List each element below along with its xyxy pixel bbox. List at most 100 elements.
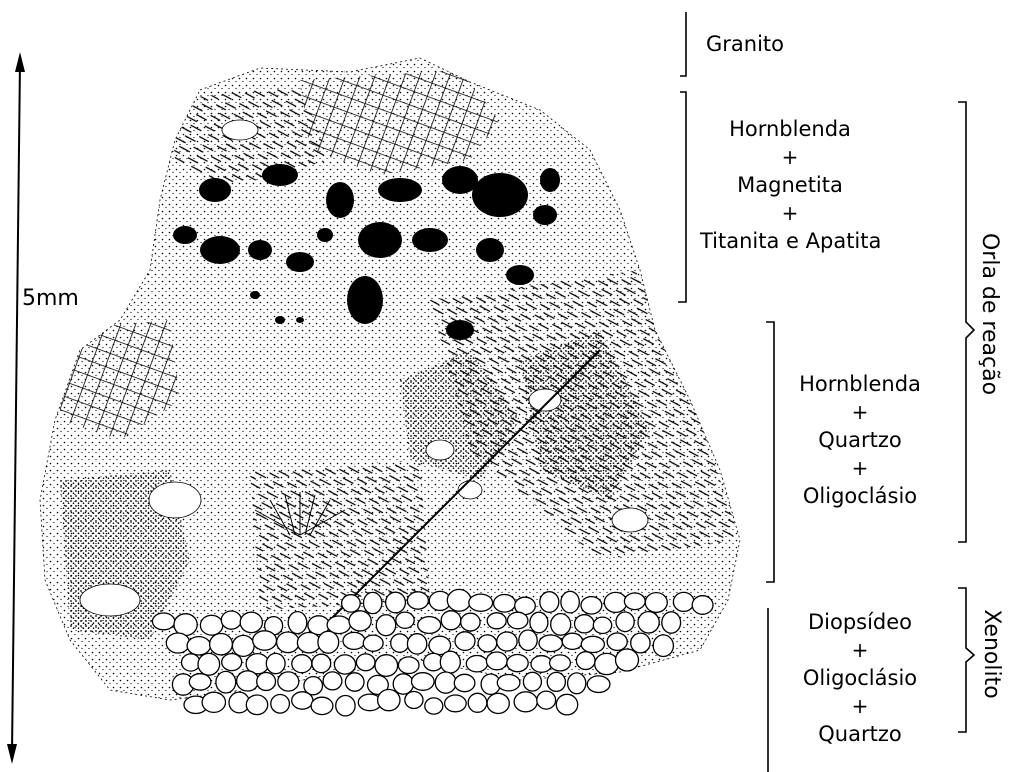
diopside-grain [334,655,355,674]
diopside-grain [561,591,579,613]
diopside-grain [486,652,507,670]
diopside-grain [386,592,406,613]
diopside-grain [356,654,375,671]
diopside-grain [393,674,413,694]
diopside-grain [616,612,634,632]
diopside-grain [174,614,197,636]
diopside-grain [435,672,456,693]
diopside-grain [537,691,556,709]
diopside-grain [551,614,571,636]
diopside-grain [292,655,312,673]
xenolito-line-3: Oligoclásio [780,664,940,692]
diopside-grain [391,634,409,652]
diopside-grain [198,653,220,675]
diopside-grain [407,634,426,654]
diopside-grain [530,612,548,633]
diopside-grain [576,652,595,670]
diopside-grain [318,631,339,653]
diopside-grain [595,653,619,674]
diopside-grain [575,615,595,633]
diopside-grain [514,692,537,712]
diopside-grain [375,655,398,677]
diopside-grain [468,693,487,712]
diopside-grain [257,673,276,691]
diopside-grain [508,612,528,629]
diopside-grain [497,632,517,651]
diopside-grain [187,637,210,655]
diopside-grain [152,613,174,630]
diopside-grain [363,635,383,651]
bracket-zone1 [678,92,686,302]
diopside-grain [581,597,602,614]
diopside-grain [653,635,673,657]
diopside-grain [556,694,577,715]
diopside-grain [624,593,645,610]
diopside-grain [519,630,537,650]
zone1-line-2: + [700,143,880,171]
diopside-grain [232,635,254,656]
diopside-grain [587,676,610,693]
diopside-grain [323,672,342,690]
zone2-line-4: + [780,454,940,482]
diopside-grain [405,692,423,709]
diopside-grain [466,656,487,672]
zone1-line-4: + [700,199,880,227]
diopside-grain [487,613,506,629]
diopside-grain [478,635,497,652]
diopside-grain [182,654,201,671]
diopside-grain [497,675,520,691]
diopside-grain [616,649,639,671]
diopside-grain [396,612,414,628]
bracket-zone2 [766,322,774,582]
diopside-grain [210,634,233,655]
diopside-grain [166,633,189,653]
diopside-grain [240,612,262,632]
diopside-grain [253,631,277,650]
diopside-grain [364,592,382,613]
diopside-grain [237,671,259,691]
diopside-grain [246,695,267,715]
diopside-grain [288,612,307,634]
label-granito: Granito [706,30,784,58]
diopside-grain [440,651,460,673]
diopside-grain [692,596,713,615]
diopside-grain [418,617,441,634]
diopside-grain [455,632,475,651]
zone1-line-3: Magnetita [700,171,880,199]
diopside-grain [349,611,371,631]
diopside-grain [562,633,582,649]
group-label-xenolito: Xenolito [976,604,1004,704]
diopside-grain [469,594,493,611]
diopside-grain [412,673,435,691]
diopside-grain [312,654,331,672]
label-zone1: Hornblenda + Magnetita + Titanita e Apat… [700,115,880,255]
diopside-grain [378,690,400,711]
diopside-grain [311,697,333,714]
diopside-grain [271,695,290,714]
zone2-line-2: + [780,398,940,426]
diopside-grain [425,698,443,714]
bracket-orla [958,102,974,542]
diopside-grain [540,592,559,613]
zone1-line-5: Titanita e Apatita [700,227,880,255]
diopside-grain [531,656,552,673]
diopside-grain [342,595,361,612]
scale-label: 5mm [22,286,79,311]
group-label-orla: Orla de reação [974,224,1002,404]
diopside-grain [297,633,320,653]
diopside-grain [550,655,571,671]
diopside-grain [673,592,694,611]
streak-zone-center [250,460,430,610]
xenolito-line-1: Diopsídeo [780,608,940,636]
label-zone2: Hornblenda + Quartzo + Oligoclásio [780,370,940,510]
diopside-grain [581,636,604,652]
diopside-grain [607,633,627,650]
diopside-grain [266,653,285,673]
bracket-granito [680,12,686,76]
diopside-grain [539,635,562,652]
diopside-grain [343,632,365,649]
diopside-grain [593,617,611,633]
diopside-grain [494,595,516,613]
diopside-grain [216,671,236,693]
